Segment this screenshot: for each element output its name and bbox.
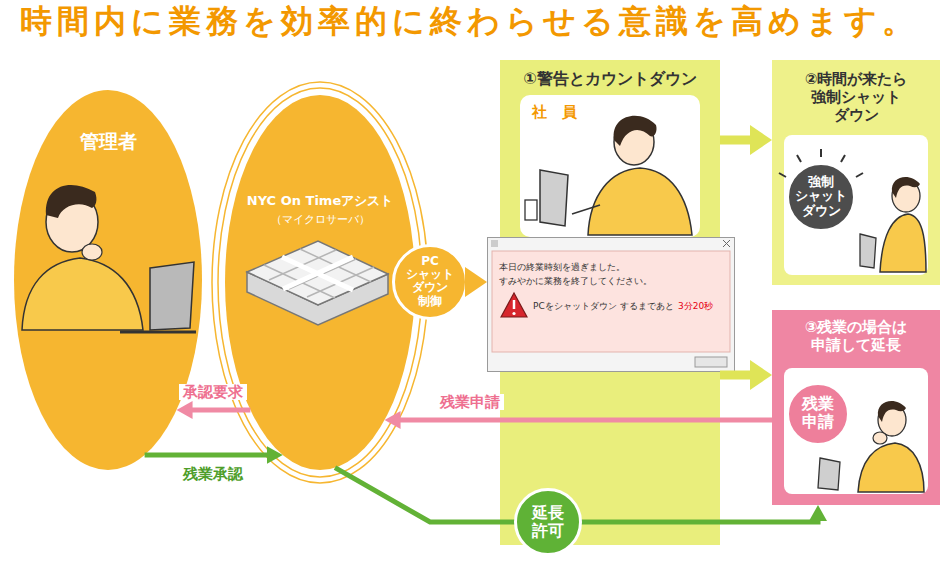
flow-arrow	[145, 453, 273, 458]
manager-hand	[82, 244, 102, 260]
manager-desk	[120, 331, 196, 334]
node-text: 3分20秒	[678, 301, 713, 312]
shutdown-laptop	[860, 234, 876, 268]
text-holder: 本日の終業時刻を過ぎました。 すみやかに業務を終了してください。	[499, 261, 723, 288]
warning-dot	[512, 312, 515, 315]
control-circle: PC シャット ダウン 制御	[392, 244, 468, 320]
node-heading: 残業 申請	[796, 395, 840, 430]
node-text: （マイクロサーバ）	[230, 213, 410, 226]
ellipse-fill	[14, 90, 202, 470]
text-holder: NYC On Timeアシスト	[230, 193, 410, 209]
edge-label: 残業申請	[436, 394, 504, 411]
text-holder: ①警告とカウントダウン	[500, 69, 720, 88]
node-heading: ①警告とカウントダウン	[500, 69, 720, 88]
employee-cup	[525, 200, 537, 220]
edge-label-holder: 残業申請	[436, 394, 504, 411]
dialog-close	[723, 240, 730, 247]
node-heading: NYC On Timeアシスト	[230, 193, 410, 209]
employee-laptop	[540, 170, 568, 226]
text-holder: （マイクロサーバ）	[230, 213, 410, 226]
text-holder: 社 員	[532, 103, 612, 121]
manager-laptop	[150, 262, 194, 330]
panel-inner	[784, 135, 928, 275]
warning-icon	[501, 293, 527, 317]
permit-badge: 延長 許可	[514, 488, 582, 556]
edge-label-holder: 延長 許可	[514, 488, 582, 556]
employee-box: 社 員	[520, 95, 700, 237]
shutdown-panel: ②時間が来たら 強制シャット ダウン強制 シャット ダウン	[772, 60, 940, 285]
edge-label: 承認要求	[179, 384, 247, 401]
request-circle: 残業 申請	[786, 382, 850, 446]
warning-dialog: 本日の終業時刻を過ぎました。 すみやかに業務を終了してください。 PCをシャットダ…	[487, 237, 735, 372]
text-holder: PCをシャットダウン するまであと	[533, 301, 674, 312]
flow-arrow	[468, 276, 473, 288]
warning-mark	[513, 300, 516, 309]
panel-fill	[520, 95, 700, 237]
node-heading: 社 員	[532, 103, 612, 121]
text-holder: 3分20秒	[678, 301, 713, 312]
server-cross	[282, 257, 353, 290]
text-holder: 管理者	[14, 130, 202, 153]
node-heading: 強制 シャット ダウン	[793, 175, 849, 218]
inner-ring	[218, 88, 422, 477]
dialog-body	[492, 251, 730, 352]
manager-ellipse: 管理者	[14, 90, 202, 470]
node-heading: PC シャット ダウン 制御	[405, 255, 455, 308]
edge-label: 残業承認	[179, 466, 247, 483]
panel-inner	[784, 368, 928, 494]
ellipse-fill	[225, 95, 415, 470]
text-holder: 強制 シャット ダウン	[793, 175, 849, 218]
circle-fill	[788, 384, 849, 445]
text-holder: ②時間が来たら 強制シャット ダウン	[786, 70, 926, 124]
node-heading: ②時間が来たら 強制シャット ダウン	[786, 70, 926, 124]
node-heading: 管理者	[14, 130, 202, 153]
shutdown-circle: 強制 シャット ダウン	[786, 162, 856, 232]
overtime-laptop	[818, 458, 840, 490]
flow-arrow	[187, 408, 251, 413]
node-heading: ③残業の場合は 申請して延長	[782, 318, 930, 354]
text-holder: ③残業の場合は 申請して延長	[782, 318, 930, 354]
flow-arrow	[395, 418, 772, 423]
server-ellipse: NYC On Timeアシスト （マイクロサーバ）	[225, 95, 415, 470]
overtime-hand	[873, 432, 887, 444]
dialog-icon	[491, 240, 498, 247]
diagram-title: 時間内に業務を効率的に終わらせる意識を高めます。	[20, 3, 919, 40]
panel-fill	[772, 60, 940, 285]
text-holder: PC シャット ダウン 制御	[405, 255, 455, 308]
circle-fill	[788, 164, 855, 231]
overtime-panel: ③残業の場合は 申請して延長残業 申請	[772, 310, 940, 505]
node-text: PCをシャットダウン するまであと	[533, 301, 674, 312]
panel-fill	[772, 310, 940, 505]
panel-fill	[500, 60, 720, 545]
dialog-button	[695, 357, 727, 367]
edge-label-holder: 承認要求	[179, 384, 247, 401]
flow-arrow	[720, 136, 758, 145]
server-ellipse-shape	[225, 95, 415, 470]
circle-fill	[394, 246, 467, 319]
title-holder: 時間内に業務を効率的に終わらせる意識を高めます。	[20, 3, 919, 40]
flow-arrow	[720, 371, 758, 380]
text-holder: 残業 申請	[796, 395, 840, 430]
node-heading: 本日の終業時刻を過ぎました。 すみやかに業務を終了してください。	[499, 261, 723, 288]
edge-label-holder: 残業承認	[179, 466, 247, 483]
dialog-frame	[488, 238, 735, 372]
